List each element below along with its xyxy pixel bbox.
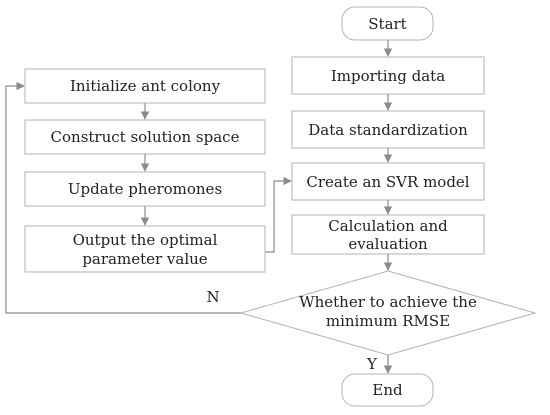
initialize-ant-colony-label: Initialize ant colony [70,77,221,95]
end-label: End [372,381,403,399]
no-edge-label: N [206,288,219,306]
calculation-evaluation-label-line1: Calculation and [328,217,448,235]
importing-data-label: Importing data [331,67,445,85]
data-standardization-box [291,110,485,149]
start-label: Start [368,15,406,33]
output-optimal-parameter-label-line1: Output the optimal [73,231,218,249]
output-optimal-parameter-box [24,225,266,273]
create-svr-model-box [291,162,485,201]
arrow-decision-no-to-init [5,81,241,314]
create-svr-model-label: Create an SVR model [306,173,469,191]
data-standardization-label: Data standardization [308,121,468,139]
yes-edge-label: Y [366,355,378,373]
calculation-evaluation-label-line2: evaluation [348,235,428,253]
end-terminal [341,373,434,407]
output-optimal-parameter-label-line2: parameter value [82,250,207,268]
arrow-output-to-create-svr [265,176,292,253]
construct-solution-space-box [24,119,266,155]
decision-label-line2: minimum RMSE [326,312,450,330]
importing-data-box [291,56,485,95]
construct-solution-space-label: Construct solution space [51,128,240,146]
update-pheromones-label: Update pheromones [68,180,222,198]
decision-label-line1: Whether to achieve the [299,293,477,311]
